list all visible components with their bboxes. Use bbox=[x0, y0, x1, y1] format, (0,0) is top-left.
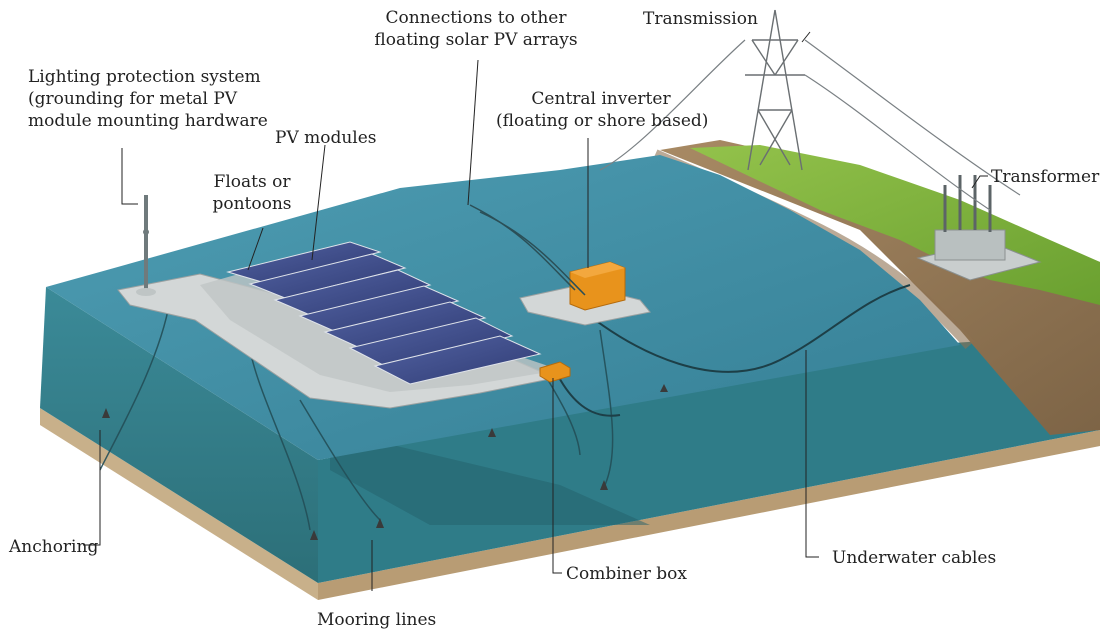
combiner-box-graphic bbox=[539, 361, 571, 383]
label-connections: Connections to other floating solar PV a… bbox=[358, 7, 594, 51]
label-lighting-protection: Lighting protection system (grounding fo… bbox=[28, 66, 268, 132]
water-body bbox=[40, 287, 1100, 583]
label-lighting-line-2: (grounding for metal PV bbox=[28, 89, 238, 109]
transmission-lines bbox=[599, 39, 1021, 211]
pv-panels bbox=[226, 241, 542, 385]
label-transmission: Transmission bbox=[643, 9, 758, 29]
label-anchoring: Anchoring bbox=[9, 537, 99, 557]
seabed bbox=[40, 408, 1100, 600]
label-inverter-line-2: (floating or shore based) bbox=[496, 111, 709, 131]
label-floats-line-2: pontoons bbox=[212, 194, 292, 214]
connection-cables bbox=[469, 204, 586, 296]
leader-lines bbox=[83, 31, 988, 591]
label-lighting-line-3: module mounting hardware bbox=[28, 111, 268, 131]
label-connections-line-2: floating solar PV arrays bbox=[374, 30, 578, 50]
label-mooring-lines: Mooring lines bbox=[317, 610, 437, 630]
label-transformer: Transformer bbox=[991, 167, 1100, 187]
label-underwater-cables: Underwater cables bbox=[832, 548, 997, 568]
transmission-tower-graphic bbox=[745, 9, 805, 171]
central-inverter-graphic bbox=[519, 261, 651, 326]
label-floats: Floats or pontoons bbox=[203, 171, 301, 215]
label-connections-line-1: Connections to other bbox=[385, 8, 567, 28]
label-central-inverter: Central inverter (floating or shore base… bbox=[496, 88, 709, 132]
lightning-rod bbox=[136, 195, 156, 296]
label-pv-modules: PV modules bbox=[275, 128, 377, 148]
mooring-lines-graphic bbox=[99, 299, 614, 531]
label-floats-line-1: Floats or bbox=[213, 172, 291, 192]
transformer-graphic bbox=[916, 175, 1042, 281]
anchors bbox=[102, 384, 668, 540]
label-inverter-line-1: Central inverter bbox=[531, 89, 671, 109]
label-lighting-line-1: Lighting protection system bbox=[28, 67, 261, 87]
label-combiner-box: Combiner box bbox=[566, 564, 687, 584]
water-surface bbox=[46, 155, 960, 460]
